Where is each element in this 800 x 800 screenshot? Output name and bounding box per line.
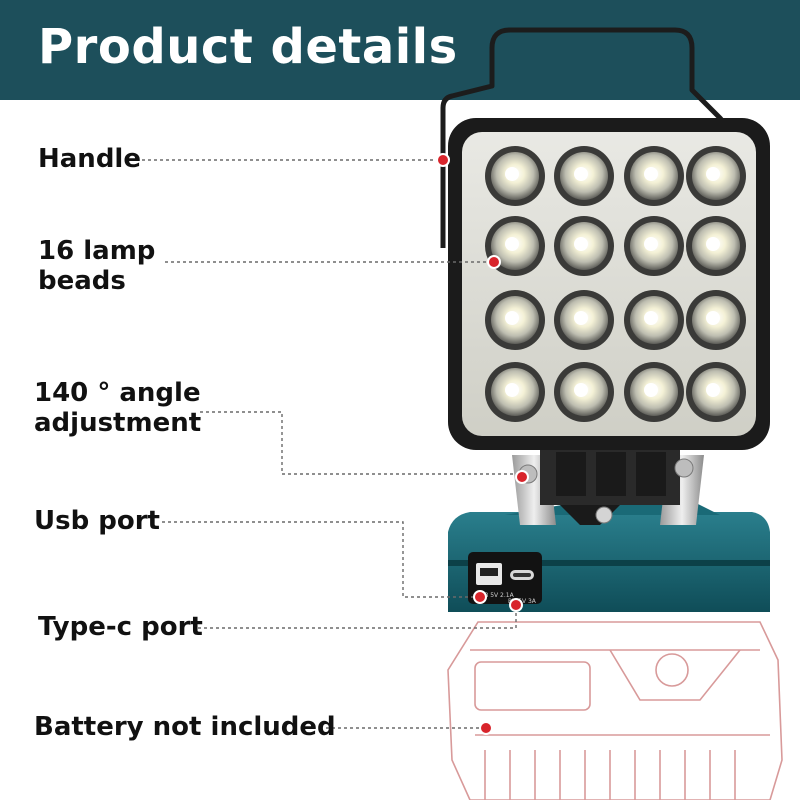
callout-battery-label: Battery not included: [34, 712, 336, 742]
led-bead-core: [574, 237, 588, 251]
led-bead-core: [505, 167, 519, 181]
battery-outline: [447, 621, 783, 800]
led-bead-core: [706, 383, 720, 397]
led-bead-core: [574, 311, 588, 325]
callout-handle-label: Handle: [38, 144, 141, 174]
led-bead-core: [505, 383, 519, 397]
led-bead-core: [574, 167, 588, 181]
usb-port-marking: USB 5V 2.1A: [476, 592, 515, 599]
led-bead-core: [644, 237, 658, 251]
led-bead-core: [706, 311, 720, 325]
typec-port-marking: PD 5V 3A: [508, 598, 537, 605]
callout-angle-line1: 140 ° angle: [34, 378, 201, 408]
callout-typec-label: Type-c port: [38, 612, 203, 642]
header-band: [0, 0, 800, 100]
led-bead-core: [706, 237, 720, 251]
led-bead-core: [644, 311, 658, 325]
led-bead-core: [574, 383, 588, 397]
led-bead-core: [505, 237, 519, 251]
page-title: Product details: [38, 19, 458, 75]
callout-angle-line2: adjustment: [34, 408, 202, 438]
callout-lines: [142, 159, 522, 729]
led-bead-core: [644, 167, 658, 181]
led-bead-core: [505, 311, 519, 325]
callout-usb-label: Usb port: [34, 506, 160, 536]
led-grid: [485, 146, 746, 422]
callout-lamp-beads-line2: beads: [38, 266, 126, 296]
led-bead-core: [706, 167, 720, 181]
callout-lamp-beads-line1: 16 lamp: [38, 236, 156, 266]
angle-bracket: [512, 445, 704, 525]
handle: [440, 27, 732, 248]
callout-dots: [436, 153, 529, 735]
led-bead-core: [644, 383, 658, 397]
